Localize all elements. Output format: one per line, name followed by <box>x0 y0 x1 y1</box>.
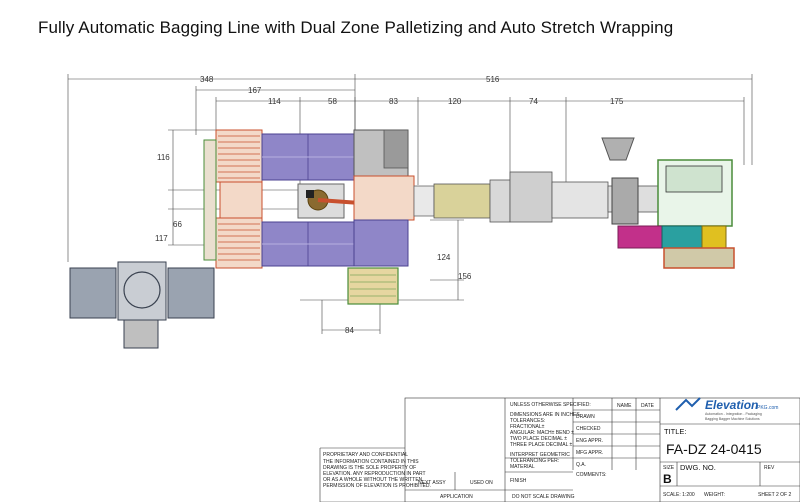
dim-114: 114 <box>268 97 281 106</box>
dim-348: 348 <box>200 75 214 84</box>
dim-66: 66 <box>173 220 182 229</box>
tb-date-col: DATE <box>641 403 655 409</box>
tb-mfg-appr: MFG APPR. <box>576 450 603 456</box>
dim-516: 516 <box>486 75 500 84</box>
tb-interpret: INTERPRET GEOMETRIC <box>510 452 570 458</box>
tb-two-place: TWO PLACE DECIMAL ± <box>510 436 567 442</box>
tb-prop-l4: OR AS A WHOLE WITHOUT THE WRITTEN <box>323 477 423 483</box>
tb-next-assy: NEXT ASSY <box>418 480 446 486</box>
palletizing-robot <box>297 183 361 219</box>
tb-prop-l3: ELEVATION. ANY REPRODUCTION IN PART <box>323 471 426 477</box>
tb-rev-label: REV <box>764 465 775 471</box>
left-transfer-conveyor <box>203 139 263 261</box>
title-block <box>319 397 800 502</box>
tb-do-not-scale: DO NOT SCALE DRAWING <box>512 494 575 500</box>
tb-prop-l1: THE INFORMATION CONTAINED IN THIS <box>323 459 419 465</box>
dim-120: 120 <box>448 97 462 106</box>
tb-dims-inches: DIMENSIONS ARE IN INCHES <box>510 412 580 418</box>
tb-tolerances: TOLERANCES: <box>510 418 545 424</box>
tb-angular: ANGULAR: MACH± BEND ± <box>510 430 574 436</box>
logo-text: Elevation <box>705 398 758 412</box>
tb-fractional: FRACTIONAL± <box>510 424 545 430</box>
tb-material: MATERIAL <box>510 464 535 470</box>
tb-prop-l2: DRAWING IS THE SOLE PROPERTY OF <box>323 465 416 471</box>
dim-58: 58 <box>328 97 337 106</box>
tb-title-label: TITLE: <box>664 427 687 436</box>
tb-drawn: DRAWN <box>576 414 595 420</box>
tb-tolerancing: TOLERANCING PER: <box>510 458 559 464</box>
tb-size-label: SIZE <box>663 465 675 471</box>
dim-116: 116 <box>157 153 170 162</box>
tb-finish: FINISH <box>510 478 527 484</box>
logo-domain: PKG.com <box>757 405 778 411</box>
dim-175: 175 <box>610 97 624 106</box>
tb-eng-appr: ENG APPR. <box>576 438 603 444</box>
tb-name-col: NAME <box>617 403 632 409</box>
bagging-machine <box>601 137 735 269</box>
tb-size-value: B <box>663 472 672 486</box>
tb-qa: Q.A. <box>576 462 586 468</box>
main-bag-conveyor <box>413 171 659 223</box>
dim-124: 124 <box>437 253 451 262</box>
drawing-title: Fully Automatic Bagging Line with Dual Z… <box>38 18 674 37</box>
infeed-conveyors <box>347 129 415 305</box>
tb-used-on: USED ON <box>470 480 493 486</box>
palletizer-zone-1 <box>215 129 355 183</box>
stretch-wrapper <box>69 261 215 349</box>
tb-proprietary: PROPRIETARY AND CONFIDENTIAL <box>323 452 408 458</box>
drawing-number: FA-DZ 24-0415 <box>666 441 762 457</box>
tb-weight: WEIGHT: <box>704 492 725 498</box>
dim-117: 117 <box>155 234 168 243</box>
tb-application: APPLICATION <box>440 494 473 500</box>
tb-unless: UNLESS OTHERWISE SPECIFIED: <box>510 402 591 408</box>
dim-83: 83 <box>389 97 398 106</box>
logo-tag2: Bagging Bagger Machine Solutions <box>705 417 760 421</box>
tb-prop-l5: PERMISSION OF ELEVATION IS PROHIBITED. <box>323 483 431 489</box>
palletizer-zone-2 <box>215 217 355 269</box>
tb-sheet: SHEET 2 OF 2 <box>758 492 791 498</box>
tb-scale: SCALE: 1:200 <box>663 492 695 498</box>
tb-comments: COMMENTS: <box>576 472 607 478</box>
tb-checked: CHECKED <box>576 426 601 432</box>
dim-84: 84 <box>345 326 354 335</box>
dim-156: 156 <box>458 272 472 281</box>
logo-tag1: Automation - Integration - Packaging <box>705 412 762 416</box>
dim-74: 74 <box>529 97 538 106</box>
elevation-logo: Elevation PKG.com Automation - Integrati… <box>675 397 778 421</box>
dim-167: 167 <box>248 86 262 95</box>
tb-dwg-no-label: DWG. NO. <box>680 463 716 472</box>
tb-three-place: THREE PLACE DECIMAL ± <box>510 442 573 448</box>
